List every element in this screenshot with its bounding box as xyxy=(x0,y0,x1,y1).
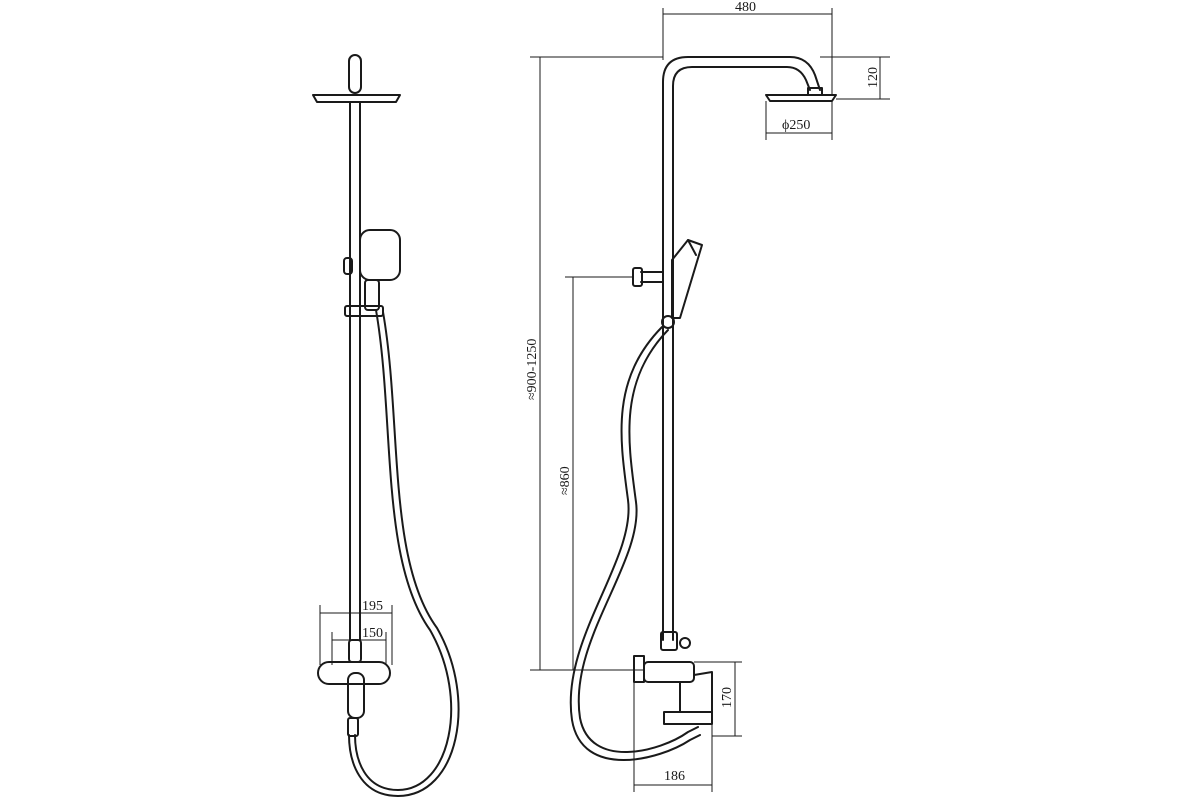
dim-holder-height-label: ≈860 xyxy=(558,466,573,495)
side-hand-shower-face xyxy=(687,239,697,256)
side-wall-fixture xyxy=(633,655,645,683)
side-hand-shower xyxy=(671,239,703,319)
front-dim-195-label: 195 xyxy=(362,599,383,614)
dim-diameter-label: ϕ250 xyxy=(782,118,810,133)
side-mixer-handle xyxy=(693,671,713,713)
front-spout xyxy=(347,672,365,719)
side-shower-head xyxy=(765,94,837,102)
dim-120-label: 120 xyxy=(866,67,881,88)
front-top-arm xyxy=(348,54,362,94)
dim-total-height-label: ≈900-1250 xyxy=(525,339,540,400)
front-hose xyxy=(354,309,453,791)
side-hose xyxy=(569,326,701,761)
side-hose-connector xyxy=(661,315,675,329)
dim-480-label: 480 xyxy=(735,0,756,15)
front-view: 195 150 xyxy=(312,54,460,797)
side-hose-inner xyxy=(577,329,699,753)
side-diverter-knob xyxy=(679,637,691,649)
front-hand-shower xyxy=(359,229,401,281)
side-mixer-body xyxy=(643,661,695,683)
front-holder-knob xyxy=(343,257,353,275)
front-hose-connector xyxy=(347,717,359,737)
front-shower-head xyxy=(312,94,401,103)
front-hand-shower-neck xyxy=(364,279,380,311)
front-hose-inner xyxy=(348,311,460,797)
front-dim-150-label: 150 xyxy=(362,626,383,641)
side-riser-arm-outer xyxy=(662,56,821,641)
side-diverter xyxy=(660,631,678,651)
side-riser-arm-inner xyxy=(672,66,811,641)
side-view: 480 120 ϕ250 ≈900-1250 ≈860 170 186 xyxy=(525,0,890,792)
side-spout xyxy=(663,711,713,725)
dim-186-label: 186 xyxy=(664,769,685,784)
front-diverter xyxy=(348,639,362,663)
side-holder-knob xyxy=(632,267,643,287)
dim-170-label: 170 xyxy=(720,687,735,708)
side-head-joint xyxy=(807,87,823,96)
